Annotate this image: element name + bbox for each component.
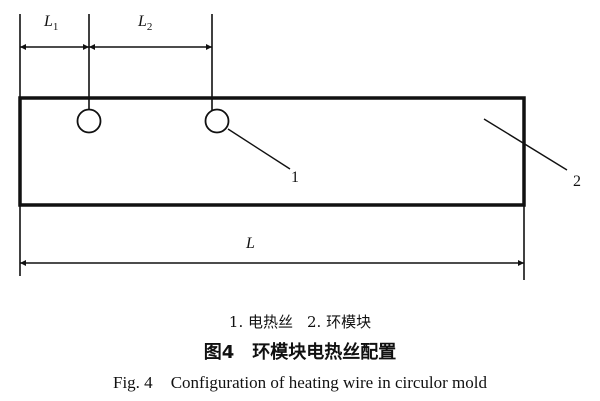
- callout-label-2: 2: [573, 173, 581, 190]
- callout-label-1: 1: [291, 169, 299, 186]
- leader-line-2: [483, 118, 568, 171]
- leader-line-1: [227, 128, 291, 170]
- heating-wire-diagram: L1 L2 1 2 L: [18, 13, 581, 280]
- dimension-label-l2: L2: [137, 13, 152, 33]
- figure-caption-english: Configuration of heating wire in circulo…: [170, 373, 487, 392]
- dimension-label-total: L: [245, 235, 255, 252]
- legend-item-heating-wire: 1. 电热丝: [228, 313, 293, 331]
- heating-wire-hole-2: [204, 108, 230, 134]
- legend: 1. 电热丝 2. 环模块: [0, 312, 600, 332]
- legend-item-ring-mold: 2. 环模块: [307, 313, 372, 331]
- figure-number-english: Fig. 4: [113, 373, 153, 392]
- ring-mold-block: [18, 96, 526, 207]
- dimension-label-l1: L1: [43, 13, 58, 33]
- figure-caption-chinese: 环模块电热丝配置: [252, 342, 397, 363]
- figure-title-chinese: 图4 环模块电热丝配置: [0, 341, 600, 365]
- figure-title-english: Fig. 4 Configuration of heating wire in c…: [0, 372, 600, 394]
- heating-wire-hole-1: [76, 108, 102, 134]
- figure-number-chinese: 图4: [203, 342, 235, 363]
